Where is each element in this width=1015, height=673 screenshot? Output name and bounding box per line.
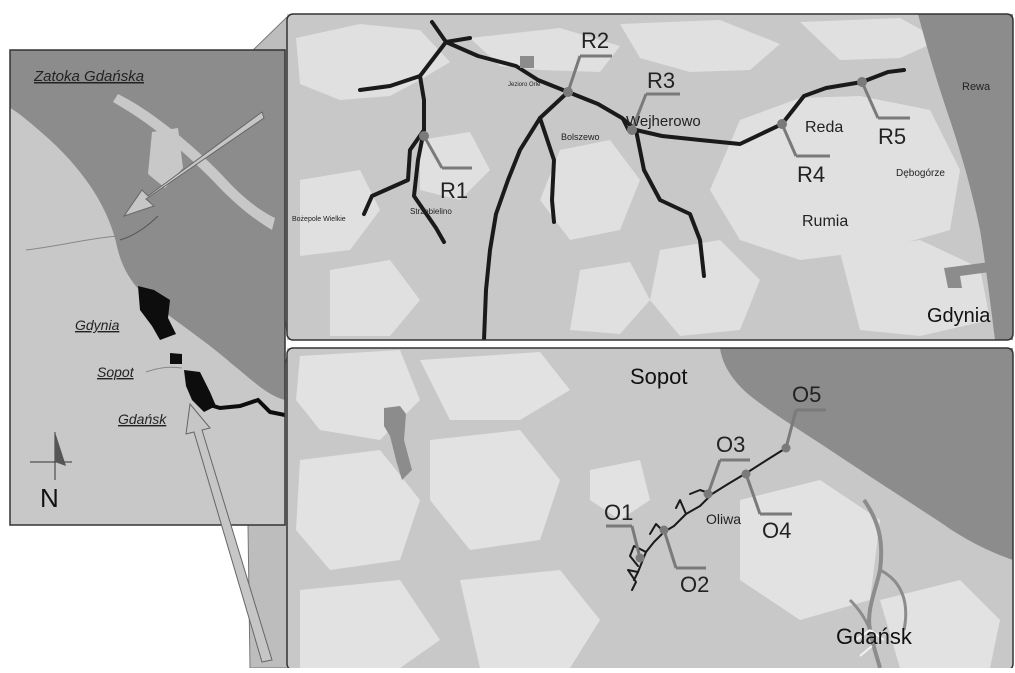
place-oliwa: Oliwa [706,511,741,527]
forest-patches [296,18,990,336]
site-o5 [781,408,826,453]
overview-urban-gdynia [138,286,176,340]
site-r2 [563,54,612,97]
overview-land-patch [148,128,183,188]
place-wejherowo: Wejherowo [626,113,701,130]
place-gdynia: Gdynia [927,305,991,327]
overview-stream [25,235,119,251]
reda-tributary-west [412,74,446,244]
reda-tributary-wejherowo [634,128,706,278]
north-arrow-icon [30,432,72,480]
forest-patches [296,350,1000,668]
gdansk-harbour-channel [862,498,884,668]
island [384,406,412,480]
site-o4 [741,469,792,516]
oliwa-panel: O1 O2 O3 O4 O5 Sopot Oliwa Gdańsk [287,348,1013,668]
site-o3 [703,458,750,499]
reda-tributary-bolszewo [538,116,556,224]
place-rewa: Rewa [962,81,991,93]
gdansk-harbour-channel [848,598,872,631]
site-label-o1: O1 [604,500,633,525]
north-label: N [40,483,59,513]
place-debogorze: Dębogórze [896,168,945,179]
site-r3 [627,92,680,135]
site-label-o2: O2 [680,572,709,597]
site-label-r1: R1 [440,178,468,203]
reda-tributary-r1 [362,128,426,216]
site-o2 [659,525,706,570]
place-bozepole: Bożepole Wielkie [292,216,346,223]
overview-vistula [199,397,285,417]
site-o1 [606,524,645,563]
pointer-arrow-icon [122,111,265,217]
site-label-r2: R2 [581,28,609,53]
place-gdansk: Gdańsk [836,624,913,649]
oliwa-panel-sea [720,348,1013,560]
site-label-r4: R4 [797,162,825,187]
gdansk-harbour-channel [879,568,908,631]
place-strzebielino: Strzebielino [410,207,452,216]
place-jezioro-orle: Jezioro Orle [508,82,541,88]
site-label-r5: R5 [878,124,906,149]
site-r1 [419,131,472,170]
gdynia-port [944,262,990,288]
reda-main-stem [430,20,906,146]
overview-map: Zatoka Gdańska Gdynia Sopot Gdańsk N [10,50,285,525]
jezioro-orle-lake [520,56,534,68]
overview-urban-sopot [170,353,182,364]
place-rumia: Rumia [802,213,848,230]
place-bolszewo: Bolszewo [561,132,600,142]
reda-panel-sea [918,14,1013,340]
place-reda: Reda [805,119,843,136]
pointer-arrow-icon [185,402,273,663]
gdansk-harbour-channel [855,629,885,657]
place-sopot: Sopot [630,364,688,389]
reda-tributary-south [482,90,570,340]
overview-label-gdansk: Gdańsk [118,411,167,427]
overview-urban-gdansk [184,370,216,412]
sea-label: Zatoka Gdańska [33,68,144,85]
site-label-o5: O5 [792,382,821,407]
reda-panel: R1 R2 R3 R4 R5 Rewa Jezioro Orle Bolszew… [287,14,1013,340]
site-label-o4: O4 [762,518,791,543]
site-r4 [777,119,830,158]
site-r5 [857,77,910,120]
overview-label-gdynia: Gdynia [75,317,120,333]
overview-coast [119,215,159,241]
site-label-o3: O3 [716,432,745,457]
site-label-r3: R3 [647,68,675,93]
overview-stream [145,366,183,373]
reda-river-network [358,20,906,340]
overview-label-sopot: Sopot [97,364,135,380]
